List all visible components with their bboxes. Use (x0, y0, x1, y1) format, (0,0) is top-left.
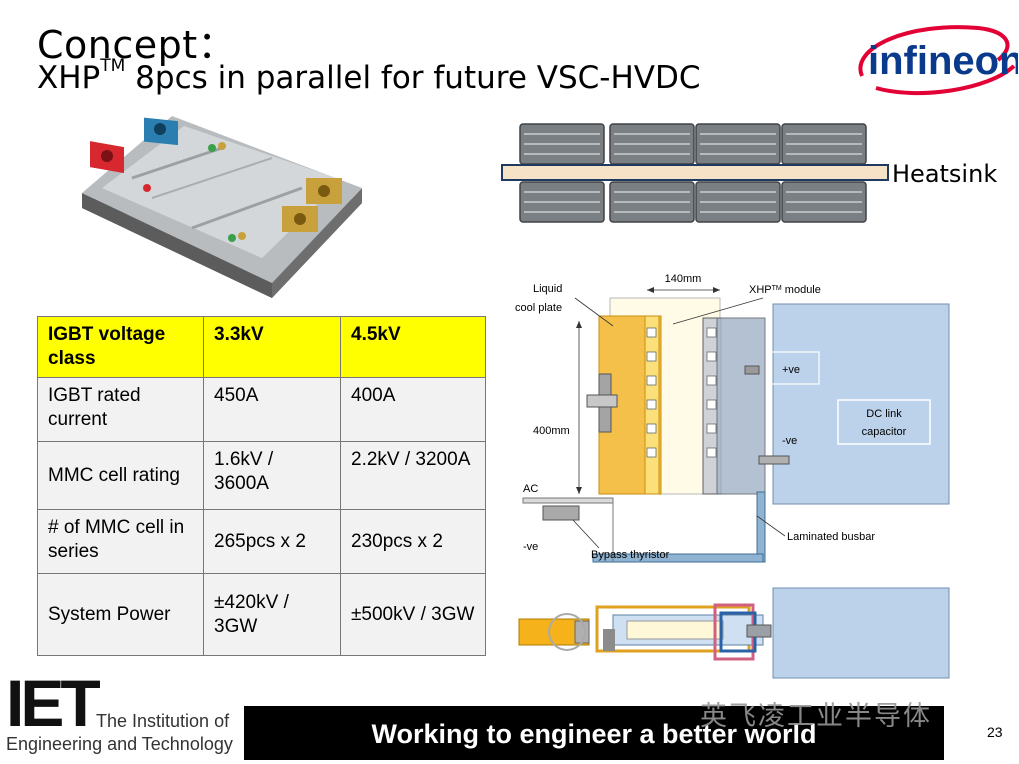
svg-text:capacitor: capacitor (862, 426, 907, 438)
svg-text:400mm: 400mm (533, 425, 570, 437)
table-cell: 265pcs x 2 (203, 509, 341, 574)
xhp-module-image (82, 116, 362, 298)
svg-text:Bypass thyristor: Bypass thyristor (591, 549, 670, 561)
heatsink-assembly-figure (501, 123, 889, 223)
table-header-row: IGBT voltage class 3.3kV 4.5kV (37, 316, 486, 378)
slide-subtitle: XHPTM 8pcs in parallel for future VSC-HV… (37, 56, 701, 96)
svg-text:Liquid: Liquid (533, 283, 562, 295)
igbt-spec-table: IGBT voltage class 3.3kV 4.5kV IGBT rate… (37, 316, 486, 656)
svg-text:140mm: 140mm (665, 273, 702, 285)
svg-text:+ve: +ve (782, 364, 800, 376)
table-header-cell: IGBT voltage class (37, 316, 204, 378)
table-row: MMC cell rating 1.6kV / 3600A 2.2kV / 32… (37, 441, 486, 510)
iet-logo: IET The Institution of Engineering and T… (6, 672, 233, 754)
svg-text:Laminated busbar: Laminated busbar (787, 531, 875, 543)
svg-text:AC: AC (523, 483, 538, 495)
table-cell: ±500kV / 3GW (340, 573, 486, 656)
table-cell: MMC cell rating (37, 441, 204, 510)
watermark: 英飞凌工业半导体 (700, 701, 932, 732)
table-row: IGBT rated current 450A 400A (37, 377, 486, 442)
table-cell: ±420kV / 3GW (203, 573, 341, 656)
svg-text:cool plate: cool plate (515, 302, 562, 314)
svg-text:-ve: -ve (782, 435, 797, 447)
slide-title: Concept： (37, 23, 237, 67)
module-cross-section-diagram: DC link capacitor +ve -ve 400mm 140mm Li… (515, 273, 950, 563)
module-side-view-figure (518, 587, 950, 679)
svg-text:XHPTM module: XHPTM module (749, 284, 821, 296)
table-header-cell: 3.3kV (203, 316, 341, 378)
infineon-logo-text: infineon (868, 39, 1018, 83)
table-row: # of MMC cell in series 265pcs x 2 230pc… (37, 509, 486, 574)
table-cell: 400A (340, 377, 486, 442)
svg-text:DC link: DC link (866, 408, 902, 420)
iet-logo-line2: Engineering and Technology (6, 734, 233, 754)
svg-text:-ve: -ve (523, 541, 538, 553)
table-cell: # of MMC cell in series (37, 509, 204, 574)
heatsink-plate (501, 164, 889, 181)
table-row: System Power ±420kV / 3GW ±500kV / 3GW (37, 573, 486, 656)
page-number: 23 (987, 724, 1003, 740)
table-cell: 230pcs x 2 (340, 509, 486, 574)
footer-slogan-bar: Working to engineer a better world (244, 706, 944, 760)
table-cell: IGBT rated current (37, 377, 204, 442)
table-cell: 450A (203, 377, 341, 442)
table-cell: 1.6kV / 3600A (203, 441, 341, 510)
table-cell: 2.2kV / 3200A (340, 441, 486, 510)
table-header-cell: 4.5kV (340, 316, 486, 378)
infineon-logo: infineon (858, 25, 1018, 96)
table-cell: System Power (37, 573, 204, 656)
heatsink-label: Heatsink (892, 160, 998, 188)
iet-logo-mark: IET (6, 672, 100, 740)
iet-logo-line1: The Institution of (96, 711, 230, 731)
